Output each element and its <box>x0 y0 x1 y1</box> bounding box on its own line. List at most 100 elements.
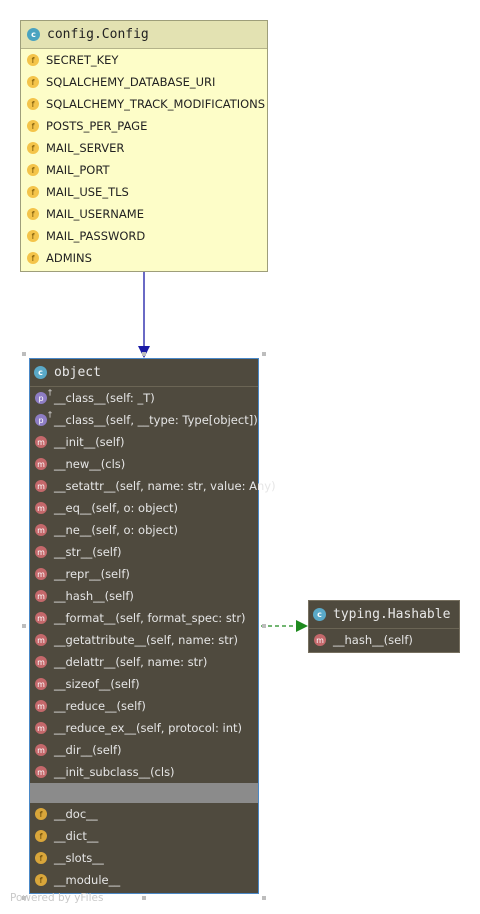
field-label: ADMINS <box>46 251 92 265</box>
method-icon: m <box>35 568 47 580</box>
method-label: __hash__(self) <box>333 633 413 647</box>
method-row[interactable]: m __new__(cls) <box>30 453 258 475</box>
method-label: __ne__(self, o: object) <box>54 523 178 537</box>
class-title: config.Config <box>47 27 149 42</box>
method-icon: m <box>35 458 47 470</box>
method-label: __init_subclass__(cls) <box>54 765 175 779</box>
lock-icon: † <box>48 388 52 397</box>
field-icon: f <box>35 874 47 886</box>
method-row[interactable]: m__ne__(self, o: object) <box>30 519 258 541</box>
method-label: __reduce__(self) <box>54 699 146 713</box>
method-row[interactable]: m__eq__(self, o: object) <box>30 497 258 519</box>
method-row[interactable]: m__dir__(self) <box>30 739 258 761</box>
selection-handle[interactable] <box>262 896 266 900</box>
field-row[interactable]: f SQLALCHEMY_DATABASE_URI <box>21 71 267 93</box>
field-label: __slots__ <box>54 851 104 865</box>
field-icon: f <box>27 252 39 264</box>
field-icon: f <box>35 852 47 864</box>
class-icon: c <box>27 28 40 41</box>
method-row[interactable]: m __format__(self, format_spec: str) <box>30 607 258 629</box>
field-icon: f <box>27 230 39 242</box>
class-node-header[interactable]: c object <box>30 359 258 387</box>
method-row[interactable]: m__reduce_ex__(self, protocol: int) <box>30 717 258 739</box>
method-icon: m <box>35 546 47 558</box>
method-label: __setattr__(self, name: str, value: Any) <box>54 479 276 493</box>
selection-handle[interactable] <box>142 352 146 356</box>
selection-handle[interactable] <box>22 896 26 900</box>
method-row[interactable]: m __getattribute__(self, name: str) <box>30 629 258 651</box>
field-label: MAIL_USERNAME <box>46 207 144 221</box>
field-row[interactable]: f __dict__ <box>30 825 258 847</box>
field-row[interactable]: f__doc__ <box>30 803 258 825</box>
field-icon: f <box>27 76 39 88</box>
method-icon: m <box>35 502 47 514</box>
class-title: typing.Hashable <box>333 607 451 622</box>
field-label: MAIL_USE_TLS <box>46 185 129 199</box>
selection-handle[interactable] <box>142 896 146 900</box>
field-icon: f <box>27 164 39 176</box>
property-icon: p† <box>35 410 52 426</box>
field-list: f__doc__f__dict__f__slots__f__module__ <box>30 803 258 891</box>
selection-handle[interactable] <box>22 624 26 628</box>
field-label: MAIL_PASSWORD <box>46 229 146 243</box>
method-icon: m <box>314 634 326 646</box>
method-row[interactable]: m__sizeof__(self) <box>30 673 258 695</box>
method-icon: m <box>35 656 47 668</box>
class-icon: c <box>34 366 47 379</box>
method-label: __str__(self) <box>54 545 122 559</box>
method-row[interactable]: m __str__(self) <box>30 541 258 563</box>
field-label: __dict__ <box>54 829 99 843</box>
method-icon: m <box>35 436 47 448</box>
section-divider <box>30 783 258 803</box>
field-row[interactable]: f __slots__ <box>30 847 258 869</box>
field-row[interactable]: f ADMINS <box>21 247 267 269</box>
method-row[interactable]: m __reduce__(self) <box>30 695 258 717</box>
method-label: __sizeof__(self) <box>54 677 140 691</box>
method-label: __format__(self, format_spec: str) <box>54 611 246 625</box>
field-row[interactable]: f MAIL_USE_TLS <box>21 181 267 203</box>
method-icon: m <box>35 634 47 646</box>
method-row[interactable]: m__setattr__(self, name: str, value: Any… <box>30 475 276 497</box>
method-label: __hash__(self) <box>54 589 134 603</box>
selection-handle[interactable] <box>262 624 266 628</box>
class-node-object[interactable]: c object p†__class__(self: _T)p†__class_… <box>29 358 276 894</box>
method-row[interactable]: m __hash__(self) <box>309 629 459 651</box>
method-label: __getattribute__(self, name: str) <box>54 633 239 647</box>
method-row[interactable]: m__repr__(self) <box>30 563 258 585</box>
method-row[interactable]: m__init_subclass__(cls) <box>30 761 258 783</box>
property-row[interactable]: p†__class__(self: _T) <box>30 387 258 409</box>
field-row[interactable]: f__module__ <box>30 869 258 891</box>
field-label: MAIL_SERVER <box>46 141 125 155</box>
watermark: Powered by yFiles <box>10 892 104 904</box>
class-node-hashable[interactable]: c typing.Hashable m __hash__(self) <box>308 600 460 653</box>
method-label: __new__(cls) <box>54 457 126 471</box>
method-row[interactable]: m__init__(self) <box>30 431 258 453</box>
class-node-header[interactable]: c config.Config <box>21 21 267 49</box>
method-row[interactable]: m__delattr__(self, name: str) <box>30 651 258 673</box>
selection-handle[interactable] <box>262 352 266 356</box>
class-icon: c <box>313 608 326 621</box>
class-node-header[interactable]: c typing.Hashable <box>309 601 459 629</box>
field-icon: f <box>27 186 39 198</box>
field-label: SECRET_KEY <box>46 53 119 67</box>
method-row[interactable]: m__hash__(self) <box>30 585 258 607</box>
method-icon: m <box>35 612 47 624</box>
property-list: p†__class__(self: _T)p†__class__(self, _… <box>30 387 258 431</box>
property-row[interactable]: p†__class__(self, __type: Type[object]) <box>30 409 258 431</box>
selection-handle[interactable] <box>22 352 26 356</box>
field-label: SQLALCHEMY_TRACK_MODIFICATIONS <box>46 97 266 111</box>
field-row[interactable]: f MAIL_PASSWORD <box>21 225 267 247</box>
method-list: m __hash__(self) <box>309 629 459 651</box>
field-label: SQLALCHEMY_DATABASE_URI <box>46 75 216 89</box>
field-icon: f <box>35 830 47 842</box>
method-icon: m <box>35 700 47 712</box>
property-label: __class__(self: _T) <box>54 391 155 405</box>
